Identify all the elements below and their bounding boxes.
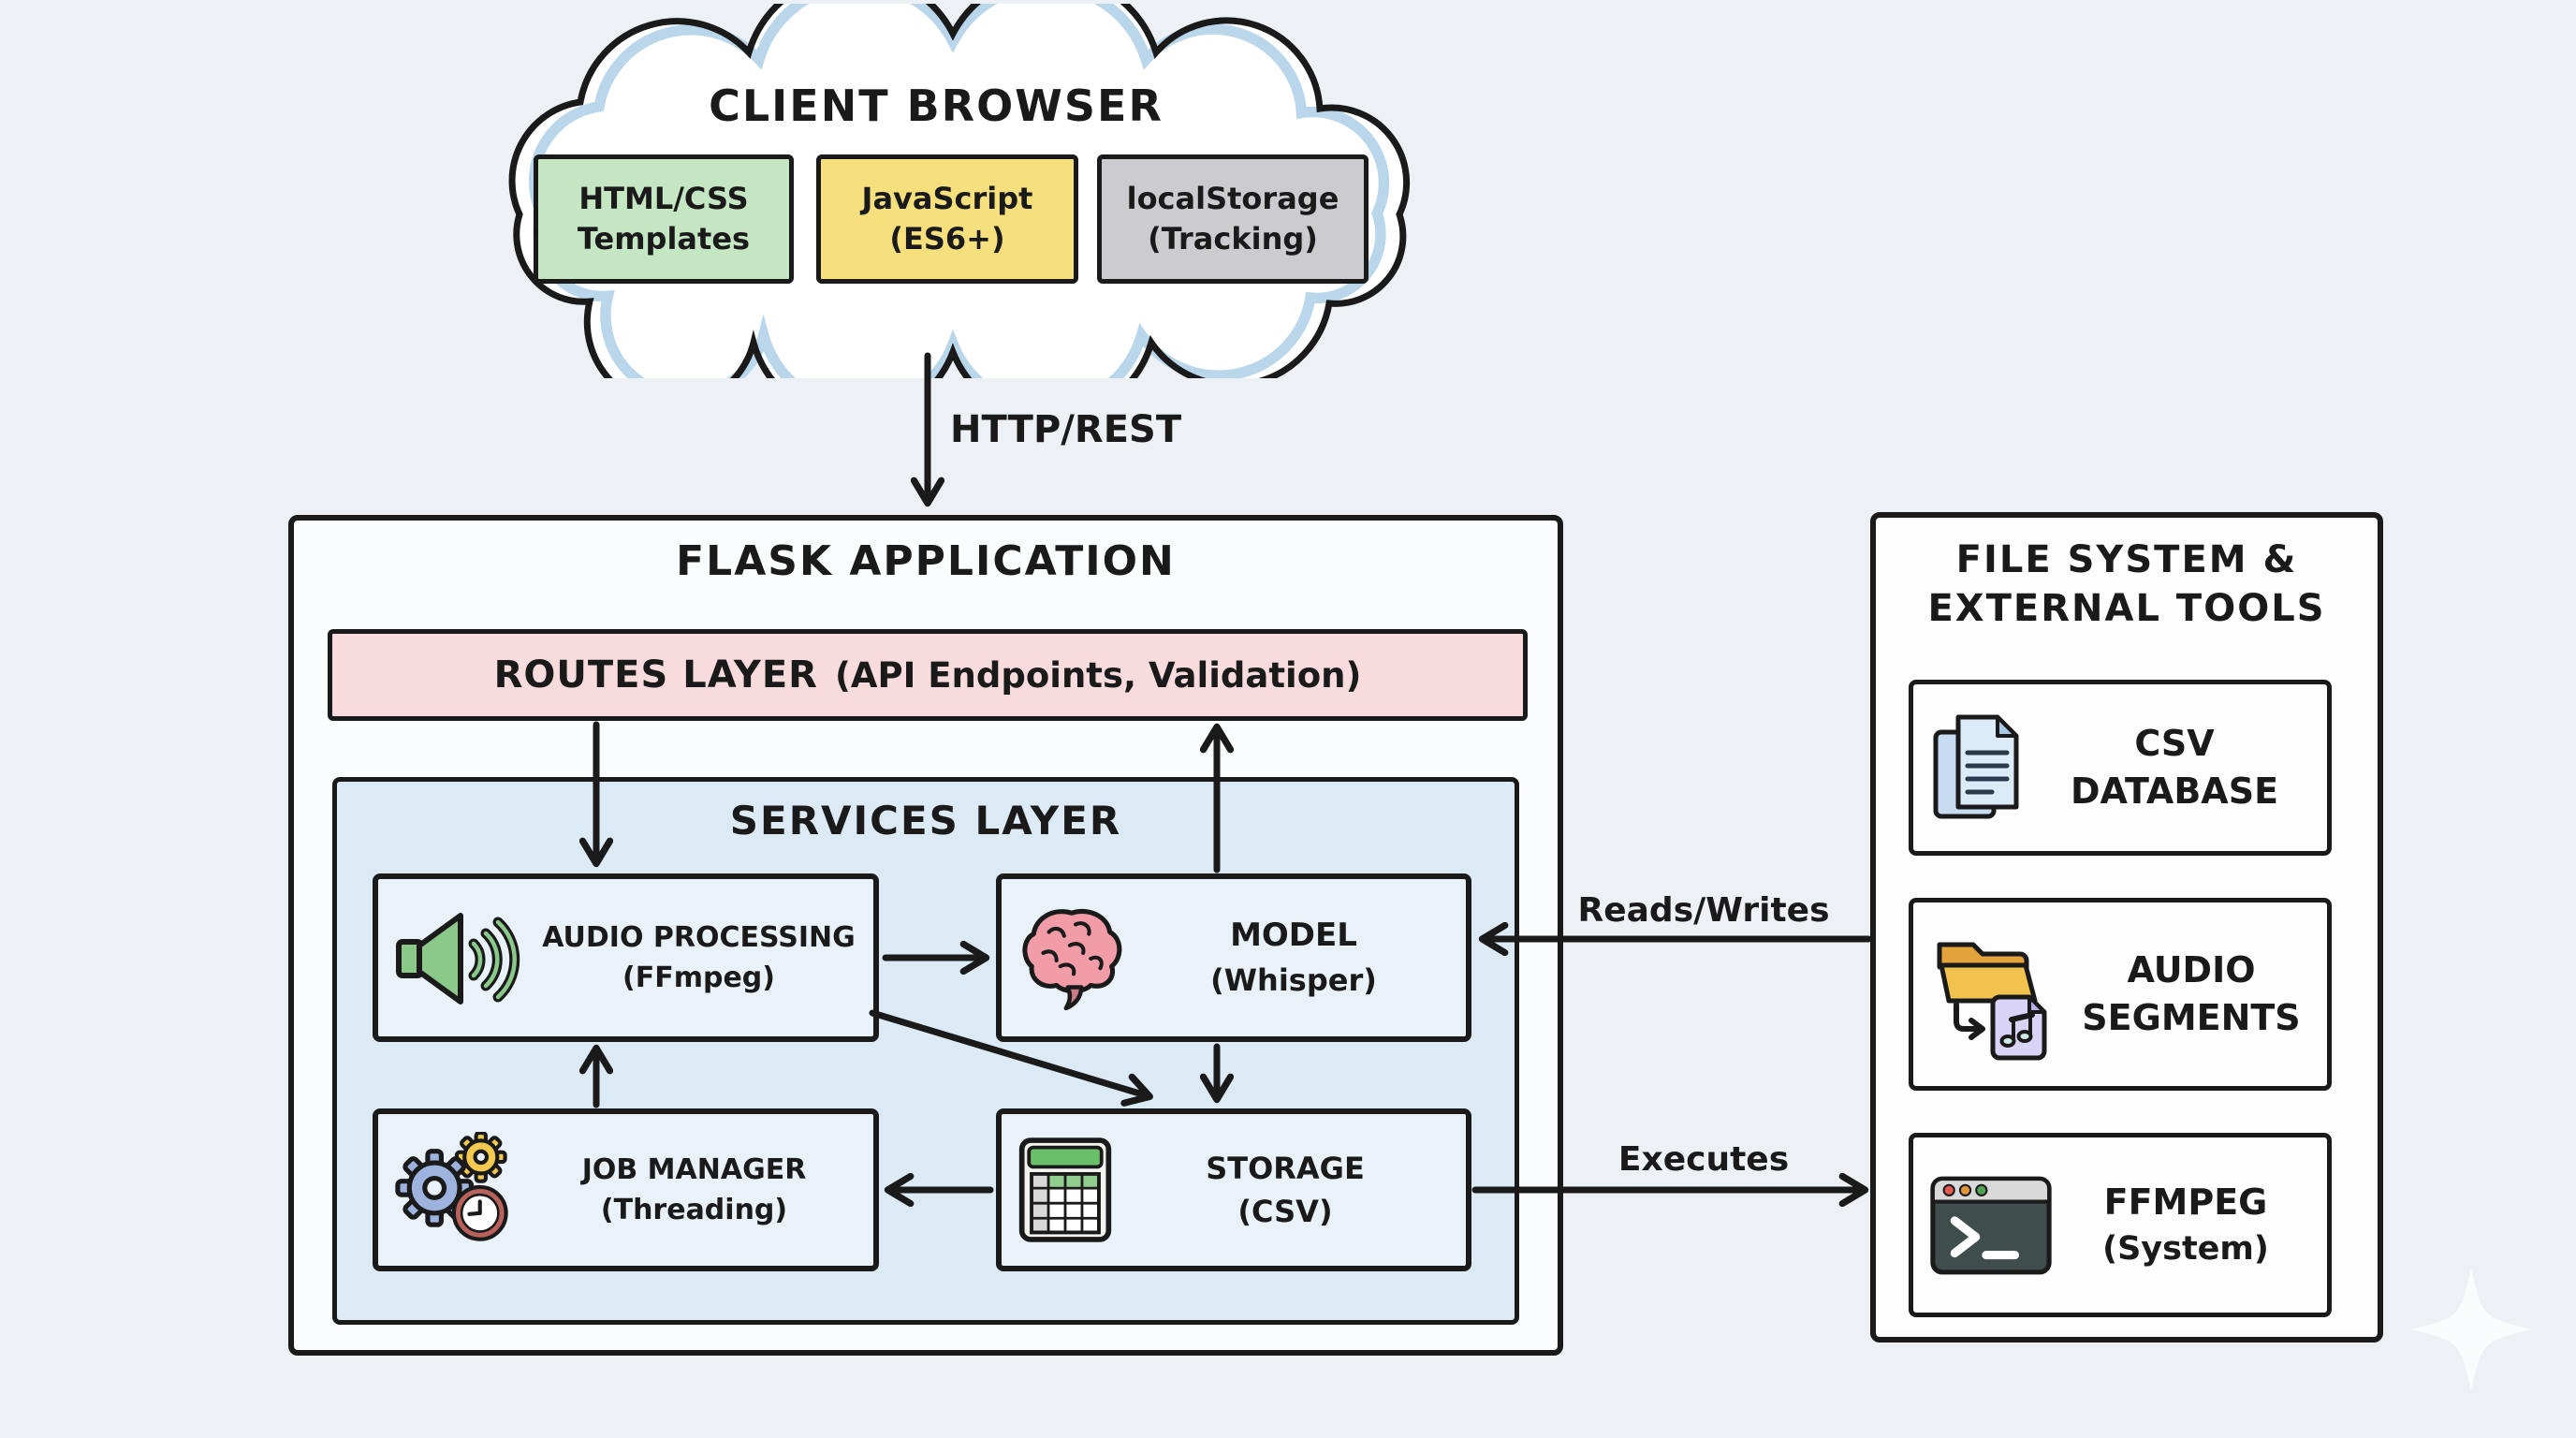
sparkle-icon <box>2411 1269 2531 1390</box>
routes-layer-subtitle: (API Endpoints, Validation) <box>834 654 1362 696</box>
model-line1: MODEL <box>1230 917 1357 955</box>
localstorage-line2: (Tracking) <box>1148 221 1318 257</box>
model-box: MODEL (Whisper) <box>996 873 1471 1042</box>
job-manager-box: JOB MANAGER (Threading) <box>373 1108 879 1271</box>
ffmpeg-box: FFMPEG (System) <box>1909 1133 2332 1317</box>
audio-segments-line2: SEGMENTS <box>2082 997 2301 1038</box>
executes-label: Executes <box>1617 1140 1790 1179</box>
javascript-line1: JavaScript <box>861 180 1033 216</box>
csv-database-line2: DATABASE <box>2070 770 2279 812</box>
http-rest-label: HTTP/REST <box>950 408 1182 451</box>
audio-processing-line1: AUDIO PROCESSING <box>542 920 856 954</box>
arrow-audio-to-storage <box>869 1009 1153 1107</box>
html-css-line1: HTML/CSS <box>578 180 749 216</box>
gears-clock-icon <box>395 1132 508 1241</box>
audio-processing-box: AUDIO PROCESSING (FFmpeg) <box>373 873 879 1042</box>
html-css-templates-box: HTML/CSS Templates <box>534 154 794 284</box>
audio-segments-box: AUDIO SEGMENTS <box>1909 898 2332 1091</box>
storage-box: STORAGE (CSV) <box>996 1108 1471 1271</box>
csv-database-line1: CSV <box>2134 722 2215 764</box>
audio-segments-line1: AUDIO <box>2127 948 2256 990</box>
speaker-icon <box>396 913 520 1005</box>
html-css-line2: Templates <box>577 221 751 257</box>
flask-application-title: FLASK APPLICATION <box>676 537 1176 585</box>
file-system-title-line2: EXTERNAL TOOLS <box>1927 587 2326 630</box>
storage-line2: (CSV) <box>1237 1194 1333 1229</box>
client-browser-title: CLIENT BROWSER <box>709 81 1164 131</box>
spreadsheet-icon <box>1018 1137 1112 1242</box>
job-manager-line1: JOB MANAGER <box>581 1152 807 1186</box>
file-system-title: FILE SYSTEM & EXTERNAL TOOLS <box>1870 536 2383 633</box>
reads-writes-label: Reads/Writes <box>1577 891 1830 930</box>
javascript-line2: (ES6+) <box>889 221 1005 257</box>
brain-icon <box>1022 908 1122 1011</box>
javascript-box: JavaScript (ES6+) <box>816 154 1078 284</box>
audio-processing-line2: (FFmpeg) <box>622 961 775 994</box>
file-system-title-line1: FILE SYSTEM & <box>1955 538 2298 581</box>
folder-audio-icon <box>1937 942 2047 1061</box>
storage-line1: STORAGE <box>1206 1150 1365 1186</box>
ffmpeg-line2: (System) <box>2102 1229 2269 1268</box>
documents-icon <box>1933 714 2019 819</box>
terminal-icon <box>1930 1176 2052 1274</box>
job-manager-line2: (Threading) <box>600 1194 788 1226</box>
csv-database-box: CSV DATABASE <box>1909 680 2332 856</box>
routes-layer-title: ROUTES LAYER <box>493 653 818 697</box>
ffmpeg-line1: FFMPEG <box>2103 1181 2268 1224</box>
services-layer-title: SERVICES LAYER <box>729 798 1122 844</box>
model-line2: (Whisper) <box>1210 962 1377 999</box>
routes-layer-bar: ROUTES LAYER (API Endpoints, Validation) <box>328 629 1528 721</box>
localstorage-line1: localStorage <box>1126 180 1339 216</box>
localstorage-box: localStorage (Tracking) <box>1097 154 1368 284</box>
